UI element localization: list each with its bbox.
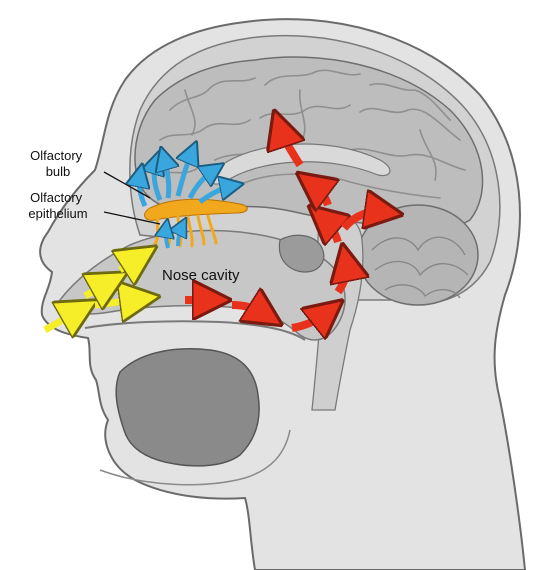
olfactory-bulb-label-line1: Olfactory [30, 148, 83, 163]
olfactory-epithelium-label-line1: Olfactory [30, 190, 83, 205]
olfactory-bulb-label-line2: bulb [46, 164, 71, 179]
cerebellum [358, 205, 478, 305]
olfactory-bulb-label: Olfactory bulb [30, 148, 86, 179]
olfactory-epithelium-label: Olfactory epithelium [28, 190, 87, 221]
nose-cavity-label: Nose cavity [162, 267, 240, 284]
oral-cavity [116, 349, 259, 466]
blue-arrow [166, 228, 168, 248]
olfactory-epithelium-label-line2: epithelium [28, 206, 87, 221]
